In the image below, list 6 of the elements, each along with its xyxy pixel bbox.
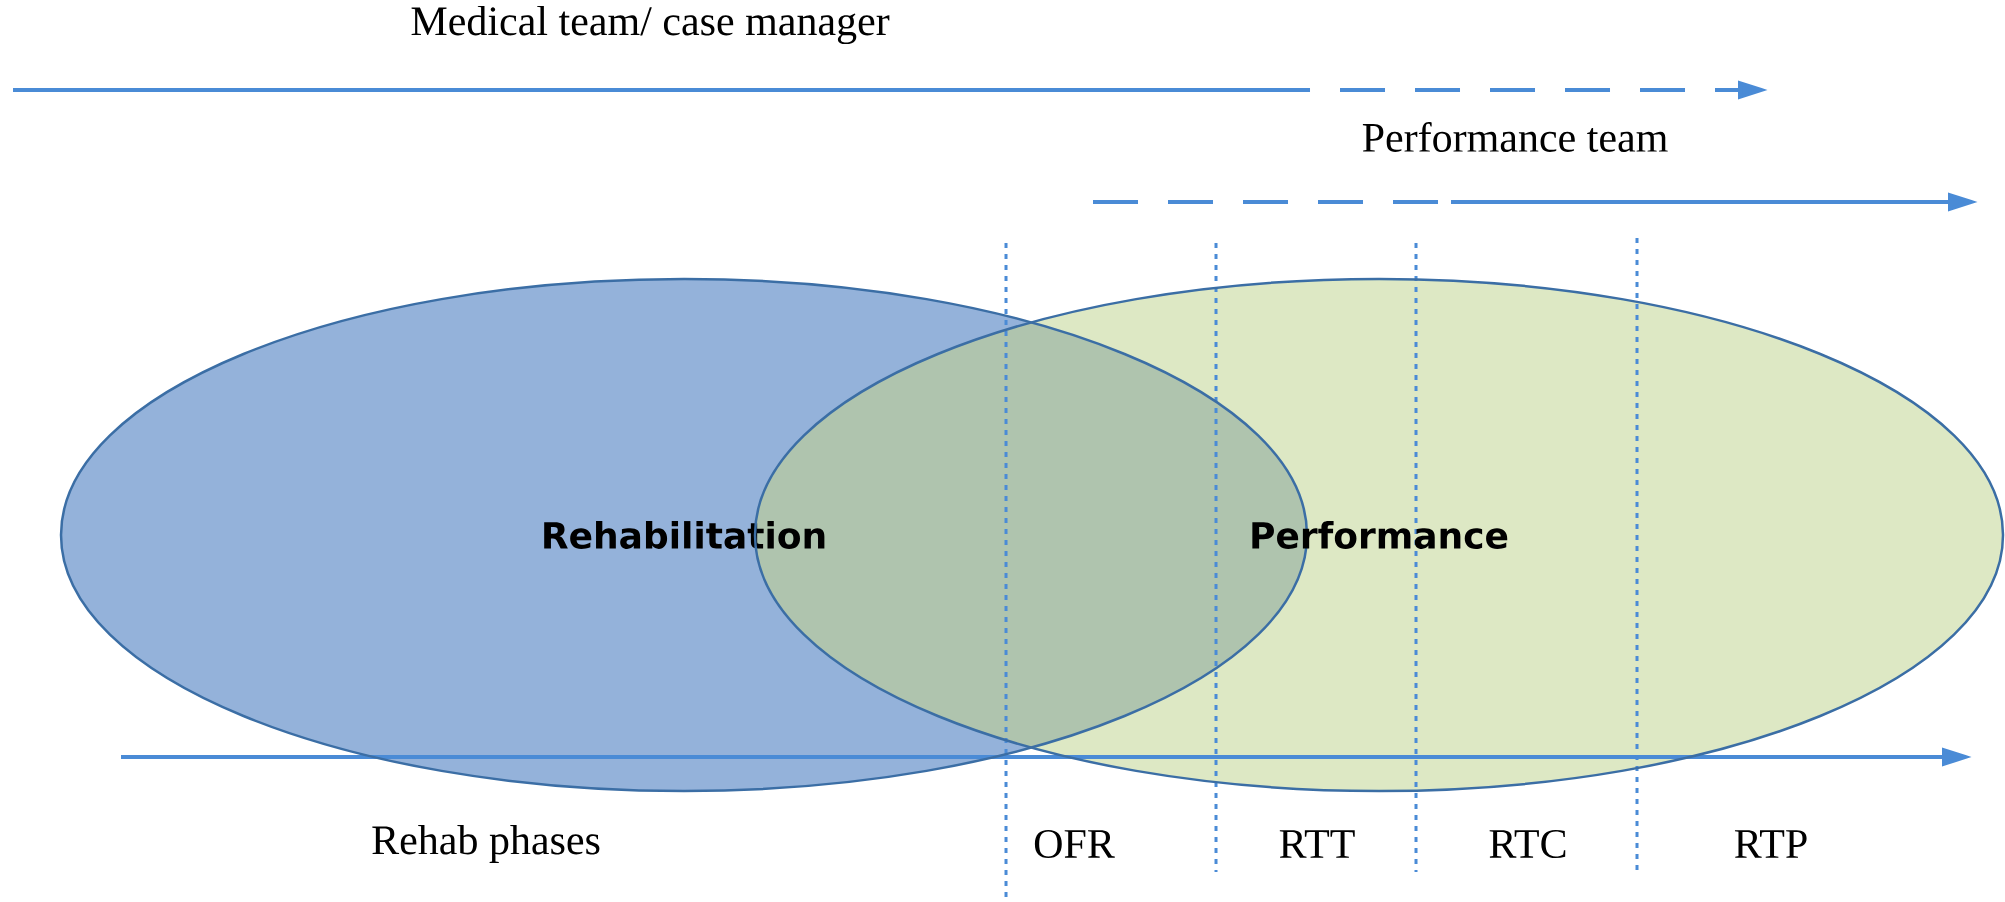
label: Performance team: [1362, 122, 1668, 152]
label: RTT: [1279, 830, 1355, 858]
label: RTC: [1489, 829, 1566, 859]
label: OFR: [1034, 829, 1115, 859]
label: Medical team/ case manager: [411, 5, 890, 45]
label: RTP: [1734, 830, 1807, 858]
